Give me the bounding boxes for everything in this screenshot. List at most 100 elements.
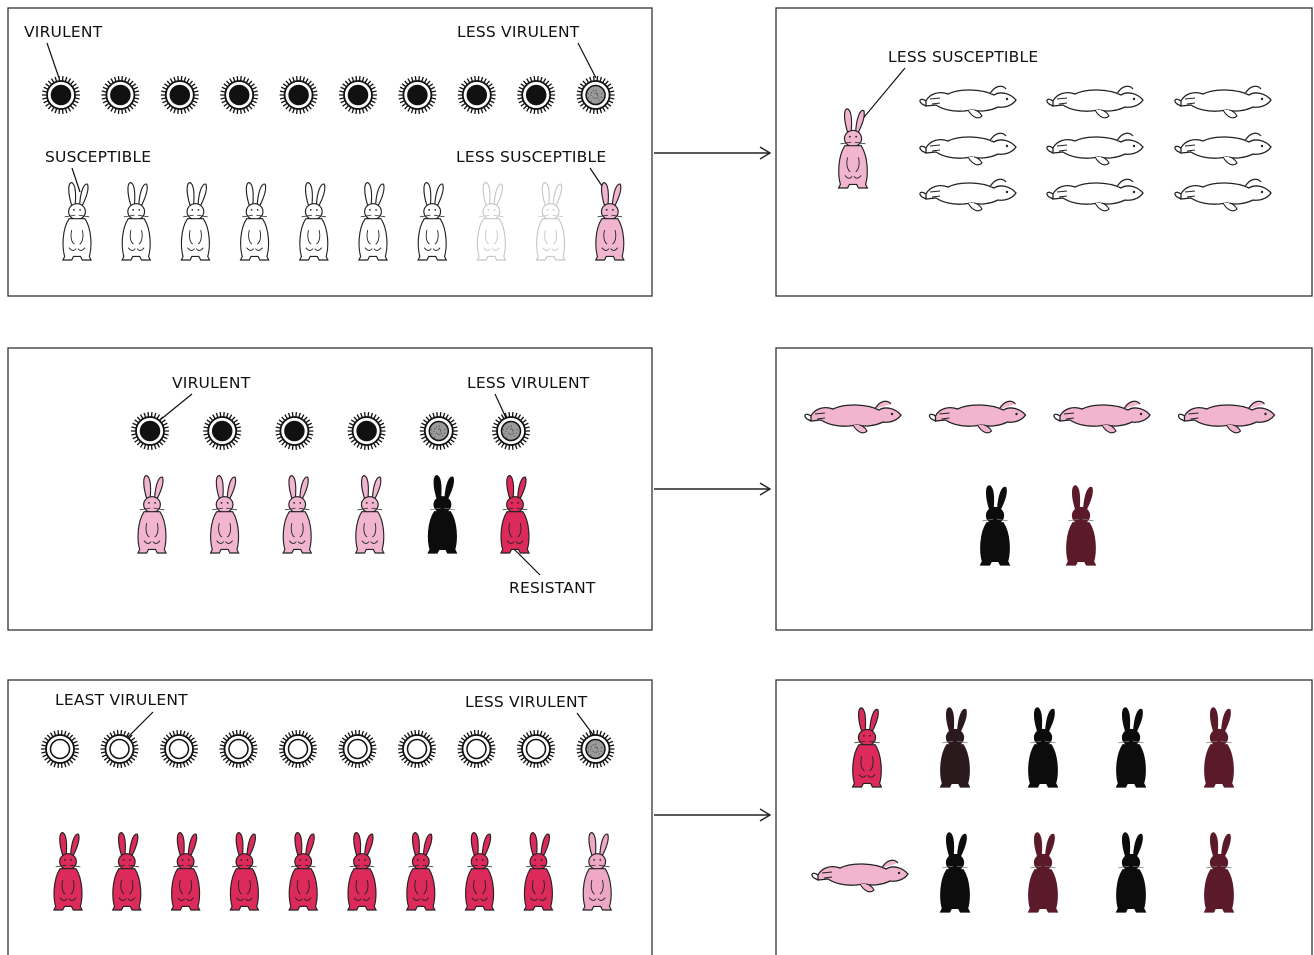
dead-rabbit-row1-3	[1174, 85, 1272, 119]
virus-row3-3	[160, 730, 198, 768]
dead-rabbit-row3-1	[811, 859, 909, 893]
rabbit-row1-3	[180, 181, 211, 261]
virus-row1-6	[339, 76, 377, 114]
dead-rabbit-row1-5	[1046, 132, 1144, 166]
panel-row2-before	[7, 347, 653, 631]
label-less-susceptible-row1-after: LESS SUSCEPTIBLE	[888, 48, 1038, 66]
rabbit-row2-4	[354, 474, 385, 554]
rabbit-row3-4	[229, 831, 260, 911]
rabbit-row3-8	[464, 831, 495, 911]
rabbit-row2-1	[136, 474, 168, 554]
survivor-row3-bottom-1	[939, 832, 971, 913]
survivor-row3-top-2	[939, 707, 971, 788]
dead-rabbit-row1-8	[1046, 178, 1144, 212]
leader-less-virulent-row1	[577, 42, 597, 79]
rabbit-row3-5	[288, 831, 319, 911]
dead-rabbit-row2-4	[1177, 400, 1276, 434]
panel-row3-after	[775, 679, 1313, 955]
leader-less-virulent-row2	[494, 393, 508, 421]
rabbit-row1-4	[239, 181, 270, 261]
virus-row3-5	[279, 730, 317, 768]
virus-row1-1	[42, 76, 80, 114]
rabbit-row3-6	[346, 831, 378, 911]
virus-row3-2	[100, 730, 139, 768]
virus-row2-4	[347, 412, 386, 450]
virus-row1-4	[220, 76, 259, 114]
survivor-row3-top-4	[1115, 707, 1147, 788]
virus-row3-1	[41, 730, 79, 768]
dead-rabbit-row1-2	[1046, 85, 1144, 119]
label-susceptible-row1: SUSCEPTIBLE	[45, 148, 151, 166]
rabbit-row1-5	[298, 181, 329, 261]
rabbit-row1-2	[121, 181, 152, 261]
dead-rabbit-row1-6	[1174, 132, 1272, 166]
survivor-row1-1	[837, 108, 869, 189]
rabbit-row2-3	[282, 474, 313, 554]
virus-row1-7	[398, 76, 437, 114]
label-virulent-row2: VIRULENT	[172, 374, 251, 392]
panel-row2-after	[775, 347, 1313, 631]
survivor-row3-bottom-2	[1027, 832, 1059, 913]
rabbit-row3-10	[582, 831, 613, 911]
rabbit-row1-8	[476, 181, 507, 261]
rabbit-row1-6	[357, 181, 389, 261]
label-less-virulent-row3: LESS VIRULENT	[465, 693, 588, 711]
survivor-row3-top-5	[1203, 707, 1235, 788]
rabbit-row1-1	[61, 181, 93, 261]
survivor-row2-2	[1065, 485, 1097, 566]
virus-row3-6	[338, 730, 377, 768]
rabbit-row3-9	[523, 831, 554, 911]
label-least-virulent-row3: LEAST VIRULENT	[55, 691, 188, 709]
rabbit-row1-9	[535, 181, 566, 261]
virus-row2-3	[275, 412, 314, 450]
rabbit-row3-1	[52, 831, 84, 911]
label-less-virulent-row1: LESS VIRULENT	[457, 23, 580, 41]
dead-rabbit-row1-7	[919, 178, 1017, 212]
virus-row1-8	[457, 76, 496, 114]
rabbit-row1-7	[417, 181, 448, 261]
rabbit-row2-2	[209, 474, 240, 554]
virus-row3-4	[219, 730, 258, 768]
dead-rabbit-row2-2	[928, 400, 1027, 434]
leader-least-virulent-row3	[124, 711, 154, 741]
leader-virulent-row1	[46, 42, 60, 79]
rabbit-row2-6	[499, 474, 531, 554]
label-less-virulent-row2: LESS VIRULENT	[467, 374, 590, 392]
rabbit-row3-3	[170, 831, 201, 911]
label-less-susceptible-row1: LESS SUSCEPTIBLE	[456, 148, 606, 166]
label-virulent-row1: VIRULENT	[24, 23, 103, 41]
survivor-row3-top-1	[851, 707, 883, 788]
arrow-row1	[654, 146, 772, 160]
virus-row3-9	[517, 730, 555, 768]
virus-row3-8	[457, 730, 496, 768]
arrow-row3	[654, 808, 772, 822]
dead-rabbit-row1-4	[919, 132, 1017, 166]
survivor-row3-bottom-3	[1115, 832, 1147, 913]
dead-rabbit-row2-3	[1053, 400, 1151, 434]
leader-less-susceptible-row1-after	[859, 67, 906, 123]
dead-rabbit-row1-1	[919, 85, 1017, 119]
dead-rabbit-row1-9	[1174, 178, 1272, 212]
virus-row2-6	[492, 412, 530, 450]
panel-row3-before	[7, 679, 653, 955]
survivor-row3-top-3	[1027, 707, 1059, 788]
leader-resistant-row2	[512, 547, 541, 576]
virus-row1-5	[279, 76, 318, 114]
label-resistant-row2: RESISTANT	[509, 579, 596, 597]
rabbit-row3-7	[405, 831, 436, 911]
leader-susceptible-row1	[71, 167, 81, 193]
virus-row2-2	[203, 412, 242, 450]
virus-row1-9	[517, 76, 556, 114]
virus-row1-3	[160, 76, 199, 114]
rabbit-row3-2	[111, 831, 142, 911]
virus-row1-2	[101, 76, 140, 114]
virus-row1-10	[576, 76, 615, 114]
rabbit-row1-10	[594, 181, 625, 261]
survivor-row2-1	[979, 485, 1011, 566]
virus-row3-10	[576, 730, 615, 768]
rabbit-row2-5	[427, 474, 458, 554]
virus-row3-7	[398, 730, 436, 768]
virus-row2-1	[131, 412, 169, 450]
survivor-row3-bottom-4	[1203, 832, 1235, 913]
